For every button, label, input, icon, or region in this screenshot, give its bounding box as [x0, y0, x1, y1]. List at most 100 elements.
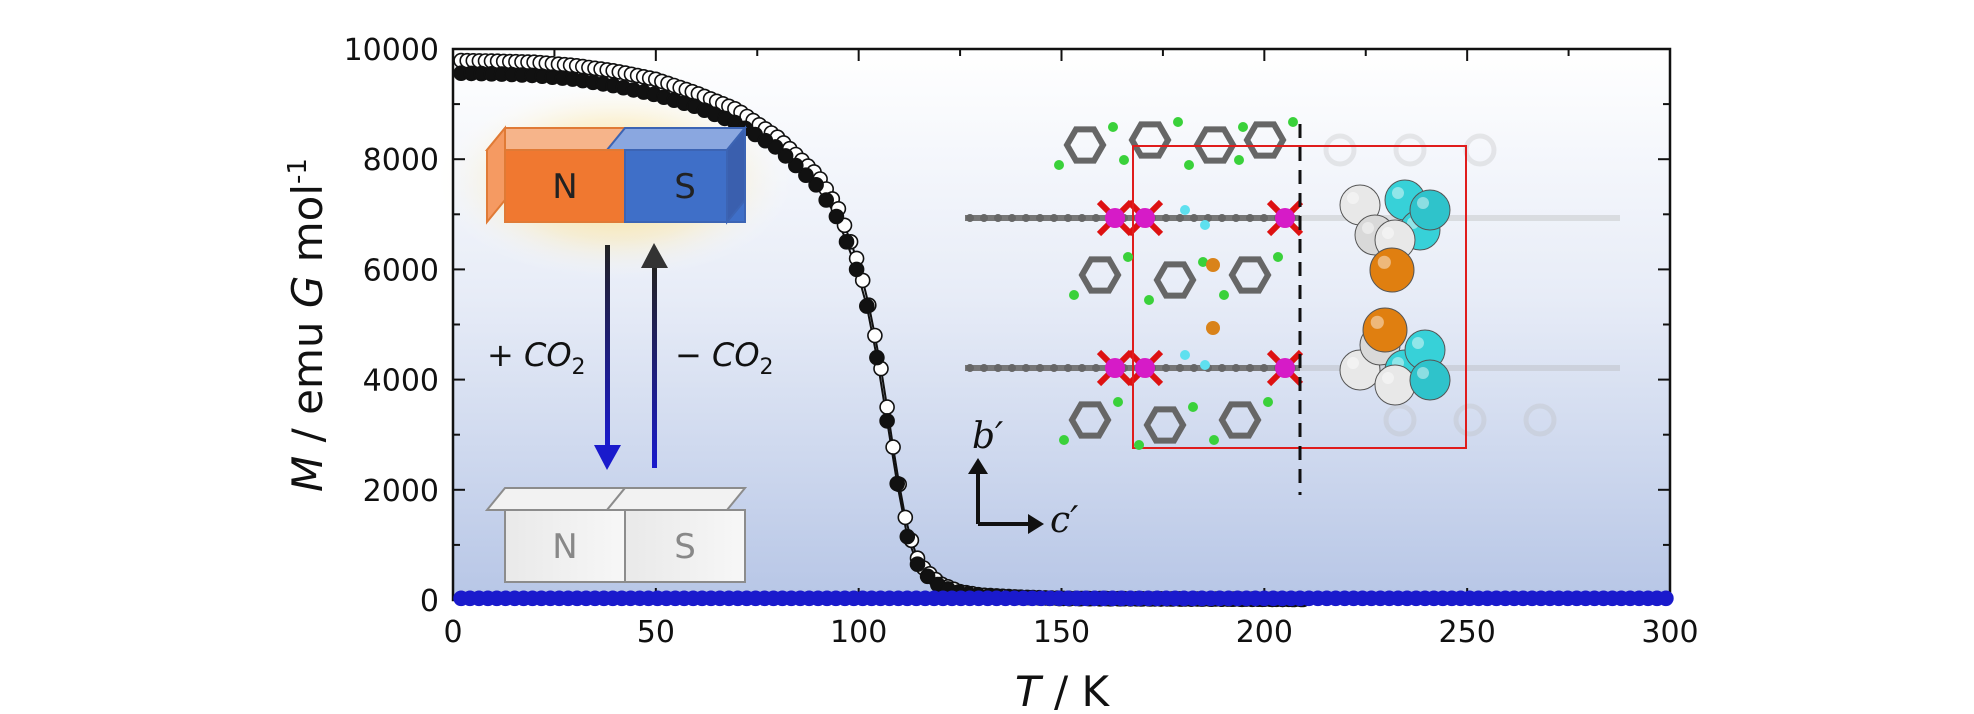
solvent-atom: [1200, 220, 1210, 230]
halogen-atom: [1188, 402, 1198, 412]
solvent-atom: [1200, 360, 1210, 370]
solvent-atom: [1180, 350, 1190, 360]
data-point: [838, 234, 855, 250]
data-point: [869, 349, 885, 366]
atom: [980, 214, 988, 222]
faded-ring: [1383, 403, 1417, 437]
data-point: [889, 475, 906, 492]
atom: [1008, 214, 1016, 222]
ring-fragment: [1153, 261, 1197, 299]
metal-atom: [1105, 208, 1125, 228]
magnet-top-n-label: N: [552, 167, 577, 207]
faded-ring: [1453, 403, 1487, 437]
metal-atom: [1135, 208, 1155, 228]
sphere-atom: [1409, 359, 1451, 401]
data-point: [848, 261, 865, 278]
atom: [994, 364, 1002, 372]
faded-ring: [1393, 133, 1427, 167]
halogen-atom: [1184, 160, 1194, 170]
halogen-atom: [1144, 295, 1154, 305]
magnet-bottom-n-label: N: [552, 527, 577, 567]
sphere-highlight: [1362, 222, 1374, 234]
halogen-atom: [1198, 257, 1208, 267]
atom: [1022, 214, 1030, 222]
sphere-atom: [1374, 364, 1416, 406]
atom: [966, 214, 974, 222]
metal-atom: [1275, 208, 1295, 228]
atom: [1232, 214, 1240, 222]
ring-fragment: [1078, 256, 1122, 294]
x-tick-label: 250: [1439, 615, 1496, 650]
x-tick-label: 300: [1641, 615, 1698, 650]
data-point: [867, 327, 883, 344]
ring-fragment: [1143, 406, 1187, 444]
atom: [1050, 214, 1058, 222]
halogen-atom: [1173, 117, 1183, 127]
atom: [1064, 364, 1072, 372]
x-tick-label: 150: [1033, 615, 1090, 650]
solvent-atom: [1180, 205, 1190, 215]
atom: [1232, 364, 1240, 372]
c-prime-label: c′: [1050, 500, 1078, 541]
data-point: [885, 439, 901, 455]
atom: [1078, 214, 1086, 222]
data-point: [909, 556, 926, 573]
halogen-atom: [1238, 122, 1248, 132]
halogen-atom: [1273, 252, 1283, 262]
data-point: [787, 157, 804, 174]
data-markers: [453, 52, 1674, 608]
x-tick-label: 200: [1236, 615, 1293, 650]
add-co2-arrow: [594, 245, 621, 470]
atom: [1092, 364, 1100, 372]
sphere-highlight: [1377, 255, 1391, 269]
metal-atom: [1105, 358, 1125, 378]
halogen-atom: [1054, 160, 1064, 170]
sphere-highlight: [1417, 367, 1429, 379]
magnet-bottom: N S: [484, 487, 748, 583]
halogen-atom: [1288, 117, 1298, 127]
atom: [1022, 364, 1030, 372]
atom: [1078, 364, 1086, 372]
data-point: [767, 139, 784, 155]
co2-molecules: [1339, 179, 1451, 406]
sphere-highlight: [1370, 315, 1384, 329]
sphere-highlight: [1417, 197, 1429, 209]
y-tick-label: 10000: [344, 33, 439, 68]
b-prime-label: b′: [972, 416, 1003, 457]
atom: [1204, 214, 1212, 222]
atom: [1064, 214, 1072, 222]
sphere-atom: [1369, 247, 1415, 293]
ring-fragment: [1228, 256, 1272, 294]
atom: [1092, 214, 1100, 222]
y-tick-label: 2000: [363, 474, 439, 509]
magnet-bottom-s-label: S: [674, 527, 696, 567]
remove-co2-arrow: [641, 243, 668, 468]
halogen-atom: [1108, 122, 1118, 132]
x-axis-title: T / K: [1015, 667, 1111, 714]
halogen-atom: [1263, 397, 1273, 407]
halogen-atom: [1069, 290, 1079, 300]
atom: [994, 214, 1002, 222]
data-point: [777, 148, 794, 164]
atom: [1162, 214, 1170, 222]
sphere-highlight: [1382, 227, 1394, 239]
faded-ring: [1523, 403, 1557, 437]
ring-fragment: [1068, 401, 1112, 439]
atom: [1050, 364, 1058, 372]
small-orange-atom: [1206, 321, 1220, 335]
small-orange-atom: [1206, 258, 1220, 272]
atom: [966, 364, 974, 372]
halogen-atom: [1113, 397, 1123, 407]
sphere-highlight: [1392, 187, 1404, 199]
data-point: [897, 509, 914, 526]
atom: [1176, 214, 1184, 222]
atom: [1190, 364, 1198, 372]
atom: [1008, 364, 1016, 372]
faded-ring: [1323, 133, 1357, 167]
halogen-atom: [1209, 435, 1219, 445]
data-point: [919, 568, 936, 585]
atom: [1036, 214, 1044, 222]
x-tick-label: 50: [637, 615, 675, 650]
data-point: [879, 413, 895, 429]
